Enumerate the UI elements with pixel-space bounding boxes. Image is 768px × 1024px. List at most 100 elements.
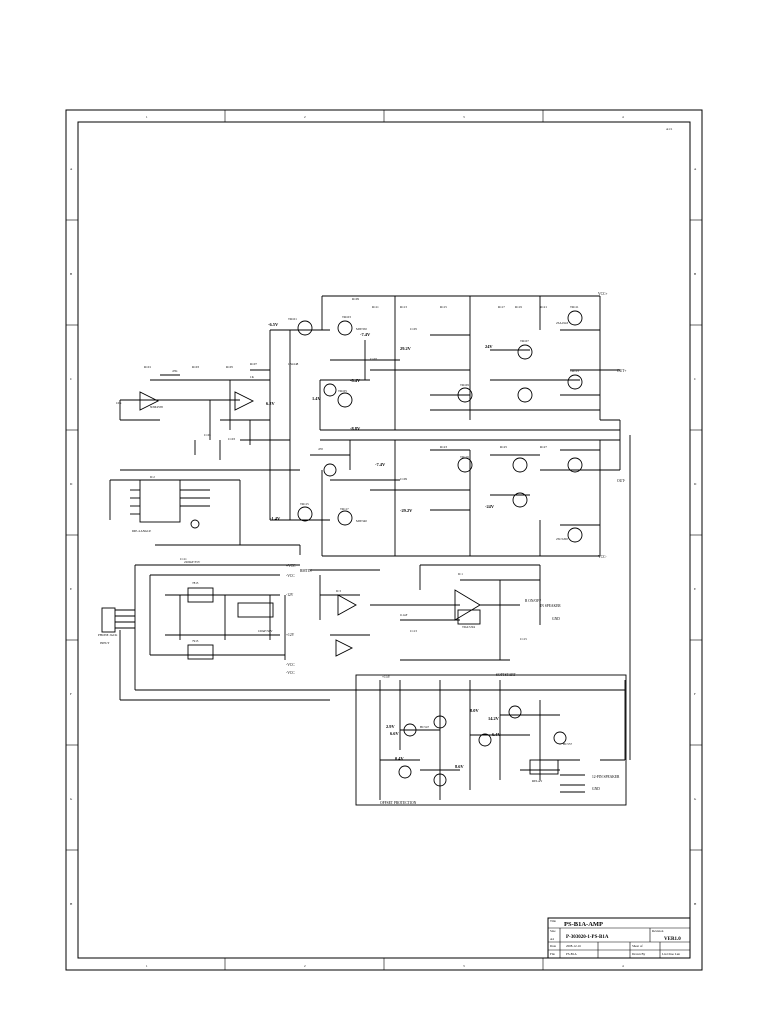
svg-text:R111: R111 (372, 305, 379, 309)
zone-ticks (66, 110, 702, 970)
svg-text:8.0V: 8.0V (470, 708, 479, 713)
svg-text:C111: C111 (180, 557, 187, 561)
size-label: Size (550, 929, 556, 933)
svg-text:A: A (694, 167, 697, 171)
connector-block (109, 469, 300, 545)
svg-text:-VCC: -VCC (286, 574, 295, 578)
revision-value: VER1.0 (664, 937, 681, 942)
col-mark-1-bottom: 1 (146, 964, 148, 968)
col-mark-4-bottom: 4 (622, 964, 624, 968)
svg-text:B: B (694, 272, 696, 276)
revision-label: Revision (652, 929, 664, 933)
svg-text:TDA7294: TDA7294 (462, 625, 475, 629)
svg-text:+12V: +12V (286, 633, 295, 637)
svg-text:C105: C105 (410, 327, 417, 331)
svg-text:TR113: TR113 (570, 369, 579, 373)
svg-text:TR117: TR117 (340, 507, 349, 511)
svg-text:GND: GND (552, 617, 560, 621)
inner-frame (77, 121, 691, 959)
col-mark-1: 1 (146, 115, 148, 119)
title-label: Title (550, 919, 556, 923)
svg-text:TR103: TR103 (342, 315, 351, 319)
svg-text:2200uF/35V: 2200uF/35V (184, 560, 201, 564)
svg-text:C109: C109 (400, 477, 407, 481)
drawn-value: Liu Chao Lun (662, 952, 680, 956)
svg-text:1N4148: 1N4148 (288, 362, 299, 366)
drawing-number: P-303020-1-PS-B1A (566, 935, 609, 940)
svg-text:R127: R127 (540, 445, 547, 449)
svg-text:6.4V: 6.4V (492, 732, 501, 737)
svg-text:24V: 24V (485, 344, 493, 349)
svg-text:D: D (70, 482, 73, 486)
size-value: A4 (550, 937, 554, 941)
svg-text:R119: R119 (515, 305, 522, 309)
svg-text:-8.8V: -8.8V (350, 426, 361, 431)
svg-text:VCC+: VCC+ (598, 292, 607, 296)
svg-text:R117: R117 (498, 305, 505, 309)
sheet-code: A1/1 (666, 127, 673, 131)
net-labels: VCC+ OUT+ OUT- VCC- +VCC -VCC -12V +12V … (286, 292, 626, 805)
svg-text:C107: C107 (370, 357, 377, 361)
svg-text:INPUT: INPUT (100, 641, 109, 645)
svg-text:+15V: +15V (382, 675, 391, 679)
svg-text:H: H (70, 902, 73, 906)
output-stage-opamp (310, 564, 541, 661)
date-label: Date (550, 944, 557, 948)
svg-text:GND: GND (592, 787, 600, 791)
svg-text:-7.4V: -7.4V (375, 462, 386, 467)
amplifier-lower-section (270, 420, 621, 557)
svg-text:R103: R103 (192, 365, 199, 369)
col-mark-2: 2 (304, 115, 306, 119)
svg-text:-VCC: -VCC (286, 663, 295, 667)
svg-text:-12V: -12V (286, 593, 294, 597)
drawn-label: Drawn By (632, 952, 646, 956)
svg-text:D: D (694, 482, 697, 486)
svg-text:F: F (70, 692, 72, 696)
svg-text:OUT+: OUT+ (617, 369, 626, 373)
svg-text:RMTIN: RMTIN (300, 569, 312, 573)
svg-text:F: F (694, 692, 696, 696)
svg-text:G: G (694, 797, 697, 801)
component-labels: TR101 TR103 TR105 TR107 TR109 TR111 TR11… (98, 297, 579, 783)
svg-text:0.4V: 0.4V (395, 756, 404, 761)
voltage-labels: -6.5V 6.2V -8.4V -8.8V 29.2V -7.4V -29.2… (266, 322, 501, 769)
svg-text:C103: C103 (228, 437, 235, 441)
svg-text:OFFSET PROTECTION: OFFSET PROTECTION (380, 801, 417, 805)
svg-text:470: 470 (318, 447, 323, 451)
svg-text:C113: C113 (410, 629, 417, 633)
svg-text:TR101: TR101 (288, 317, 297, 321)
svg-text:7915: 7915 (192, 639, 199, 643)
svg-text:8.6V: 8.6V (455, 764, 464, 769)
svg-text:+VCC: +VCC (286, 564, 296, 568)
svg-text:NJM4558: NJM4558 (150, 405, 163, 409)
svg-text:6.2V: 6.2V (266, 401, 275, 406)
svg-text:BC547: BC547 (420, 725, 429, 729)
outer-frame (65, 109, 703, 971)
svg-text:-1.4V: -1.4V (270, 516, 281, 521)
svg-text:G: G (70, 797, 73, 801)
svg-text:-6.5V: -6.5V (268, 322, 279, 327)
svg-text:R101: R101 (144, 365, 151, 369)
svg-text:TR109: TR109 (460, 383, 469, 387)
svg-text:-8.4V: -8.4V (350, 378, 361, 383)
svg-text:2.9V: 2.9V (386, 724, 395, 729)
svg-text:B: B (70, 272, 72, 276)
svg-text:TR111: TR111 (570, 305, 579, 309)
svg-text:RELAY: RELAY (532, 779, 543, 783)
svg-text:TR107: TR107 (520, 339, 529, 343)
amplifier-upper-section (269, 295, 620, 520)
svg-text:DIP-4 ANGLE: DIP-4 ANGLE (132, 529, 151, 533)
svg-text:R ON/OFF: R ON/OFF (525, 599, 541, 603)
svg-text:VCC-: VCC- (598, 555, 607, 559)
sheet-label: Sheet of (632, 944, 643, 948)
svg-text:R121: R121 (540, 305, 547, 309)
file-label: File (550, 952, 556, 956)
svg-text:IC1: IC1 (458, 572, 463, 576)
svg-text:MJE350: MJE350 (356, 327, 367, 331)
svg-text:C: C (70, 377, 72, 381)
svg-text:TR105: TR105 (338, 389, 347, 393)
svg-text:OUT-: OUT- (617, 479, 626, 483)
svg-text:SOFTSTART: SOFTSTART (496, 673, 516, 677)
row-marks: A B C D E F G H A B C D E F G H (70, 167, 697, 906)
